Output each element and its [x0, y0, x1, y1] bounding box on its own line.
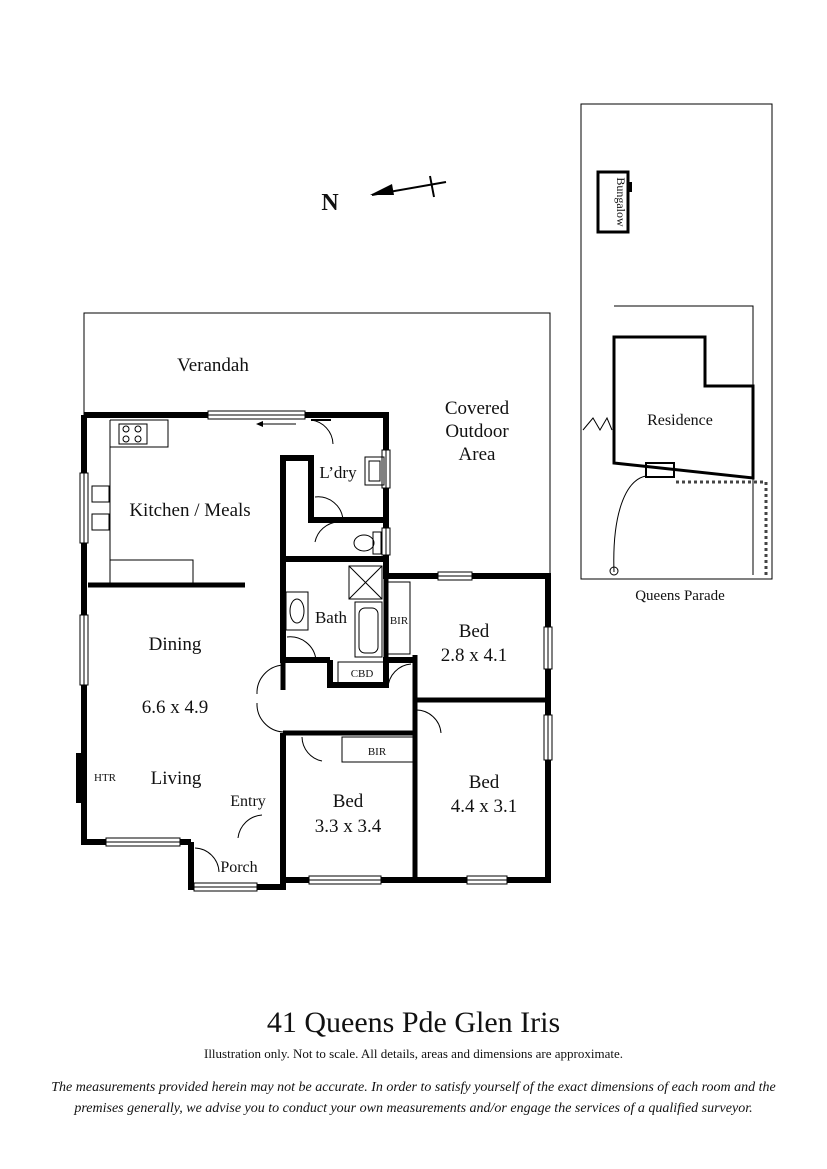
sliding-door-arrow [256, 421, 296, 427]
street-label: Queens Parade [635, 588, 725, 604]
cbd-cupboard [337, 661, 387, 684]
disclaimer-long: The measurements provided herein may not… [0, 1077, 827, 1119]
windows [79, 410, 553, 892]
kitchen-bench [109, 419, 194, 585]
gate-symbol [582, 416, 613, 431]
covered-outdoor-label-3: Area [459, 444, 496, 465]
bed2-size: 3.3 x 3.4 [315, 816, 382, 837]
bed2-name: Bed [333, 791, 364, 812]
cbd-label: CBD [351, 668, 374, 680]
dining-label: Dining [149, 634, 202, 655]
bed1-name: Bed [459, 621, 490, 642]
north-arrow [370, 175, 447, 198]
bathtub-icon [354, 601, 383, 658]
bungalow-window [628, 182, 632, 192]
site-marker [609, 566, 619, 576]
residence-outline [612, 335, 755, 480]
living-label: Living [151, 768, 202, 789]
bungalow-outline [596, 170, 630, 234]
site-plan [580, 103, 773, 580]
covered-outdoor-label-1: Covered [445, 398, 510, 419]
kitchen-sink-icon [91, 485, 110, 531]
site-boundary [580, 103, 773, 580]
residence-porch [645, 462, 675, 478]
kitchen-label: Kitchen / Meals [129, 500, 250, 521]
bath-cupboard [387, 581, 411, 655]
disclaimer-long-line-1: The measurements provided herein may not… [51, 1080, 776, 1095]
living-size: 6.6 x 4.9 [142, 697, 209, 718]
cooktop-icon [122, 425, 142, 443]
disclaimer-long-line-2: premises generally, we advise you to con… [74, 1101, 753, 1116]
bath-label: Bath [315, 608, 348, 627]
driveway-path [613, 475, 647, 573]
laundry-trough-icon [364, 456, 385, 486]
bath-bir-label: BIR [390, 615, 409, 627]
bungalow-label: Bungalow [614, 177, 628, 227]
garden-bed [676, 480, 768, 575]
covered-outdoor-label-2: Outdoor [445, 421, 509, 442]
toilet-icon [353, 531, 382, 555]
residence-boundary [614, 305, 754, 575]
property-title: 41 Queens Pde Glen Iris [266, 1006, 561, 1039]
porch-label: Porch [220, 859, 257, 876]
verandah-outline [83, 312, 551, 576]
door-swings [194, 419, 442, 873]
shower-icon [348, 565, 383, 600]
basin-icon [285, 591, 309, 631]
north-label: N [321, 190, 339, 216]
entry-label: Entry [230, 793, 266, 810]
bed2-robe [341, 736, 415, 763]
bed1-size: 2.8 x 4.1 [441, 645, 508, 666]
verandah-label: Verandah [177, 355, 249, 376]
residence-label: Residence [647, 412, 713, 429]
disclaimer-short: Illustration only. Not to scale. All det… [203, 1046, 624, 1061]
bed3-size: 4.4 x 3.1 [451, 796, 518, 817]
bed3-name: Bed [469, 772, 500, 793]
bed2-bir-label: BIR [368, 746, 387, 758]
laundry-label: L’dry [319, 463, 357, 482]
heater-label: HTR [94, 772, 117, 784]
